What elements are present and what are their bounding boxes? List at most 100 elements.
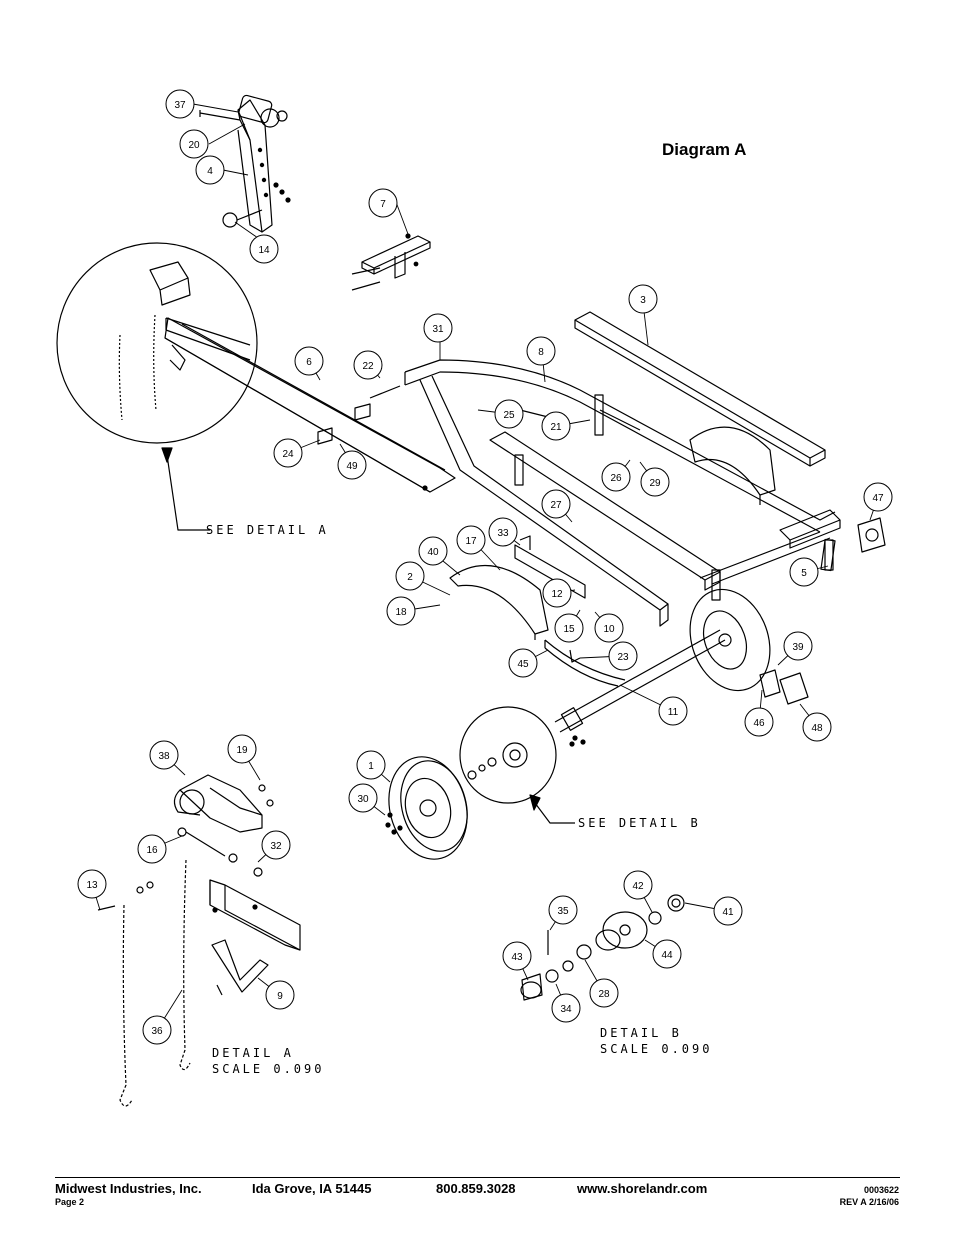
- callout-26: 26: [601, 462, 631, 492]
- svg-text:48: 48: [811, 723, 823, 734]
- svg-text:33: 33: [497, 528, 509, 539]
- wheel-drawing: [385, 756, 468, 860]
- svg-text:22: 22: [362, 361, 374, 372]
- callout-6: 6: [294, 346, 324, 376]
- footer-divider: [55, 1177, 900, 1178]
- callout-24: 24: [273, 438, 303, 468]
- callout-17: 17: [456, 525, 486, 555]
- detail-b-drawing: [520, 894, 685, 1001]
- svg-text:23: 23: [617, 652, 629, 663]
- callout-49: 49: [337, 450, 367, 480]
- callout-2: 2: [395, 561, 425, 591]
- svg-text:26: 26: [610, 473, 622, 484]
- svg-text:31: 31: [432, 324, 444, 335]
- svg-text:17: 17: [465, 536, 477, 547]
- detail-a-title: DETAIL A: [212, 1046, 294, 1060]
- svg-text:49: 49: [346, 461, 358, 472]
- svg-text:4: 4: [207, 166, 213, 177]
- callout-28: 28: [589, 978, 619, 1008]
- callout-40: 40: [418, 536, 448, 566]
- svg-text:43: 43: [511, 952, 523, 963]
- footer-company: Midwest Industries, Inc.: [55, 1181, 202, 1196]
- callout-14: 14: [249, 234, 279, 264]
- svg-text:28: 28: [598, 989, 610, 1000]
- diagram-title: Diagram A: [662, 140, 747, 159]
- svg-text:38: 38: [158, 751, 170, 762]
- callout-12: 12: [542, 578, 572, 608]
- frame-drawing: [404, 359, 841, 627]
- tongue-drawing: [164, 317, 456, 493]
- svg-text:7: 7: [380, 199, 386, 210]
- see-detail-a-label: SEE DETAIL A: [206, 523, 329, 537]
- callout-44: 44: [652, 939, 682, 969]
- callout-34: 34: [551, 993, 581, 1023]
- callout-25: 25: [494, 399, 524, 429]
- callout-1: 1: [356, 750, 386, 780]
- svg-text:2: 2: [407, 572, 413, 583]
- svg-text:13: 13: [86, 880, 98, 891]
- svg-text:5: 5: [801, 568, 807, 579]
- svg-text:20: 20: [188, 140, 200, 151]
- bolster-bracket-drawing: [351, 233, 431, 291]
- svg-text:40: 40: [427, 547, 439, 558]
- callout-39: 39: [783, 631, 813, 661]
- svg-text:6: 6: [306, 357, 312, 368]
- callout-48: 48: [802, 712, 832, 742]
- svg-text:39: 39: [792, 642, 804, 653]
- callout-21: 21: [541, 411, 571, 441]
- callout-31: 31: [423, 313, 453, 343]
- callout-9: 9: [265, 980, 295, 1010]
- svg-text:21: 21: [550, 422, 562, 433]
- svg-text:8: 8: [538, 347, 544, 358]
- callout-18: 18: [386, 596, 416, 626]
- svg-text:9: 9: [277, 991, 283, 1002]
- svg-text:24: 24: [282, 449, 294, 460]
- spring-bracket-drawing: [514, 535, 586, 599]
- svg-text:34: 34: [560, 1004, 572, 1015]
- callout-30: 30: [348, 783, 378, 813]
- svg-text:45: 45: [517, 659, 529, 670]
- callout-42: 42: [623, 870, 653, 900]
- svg-text:10: 10: [603, 624, 615, 635]
- winch-stand-drawing: [199, 94, 291, 233]
- fender-right-drawing: [689, 426, 776, 505]
- svg-text:44: 44: [661, 950, 673, 961]
- footer-page: Page 2: [55, 1197, 85, 1207]
- callout-36: 36: [142, 1015, 172, 1045]
- cross-member-drawing: [574, 311, 826, 467]
- callout-11: 11: [658, 696, 688, 726]
- callout-46: 46: [744, 707, 774, 737]
- callout-16: 16: [137, 834, 167, 864]
- detail-b-scale: SCALE 0.090: [600, 1042, 712, 1056]
- see-detail-b-label: SEE DETAIL B: [578, 816, 701, 830]
- footer-location: Ida Grove, IA 51445: [252, 1181, 372, 1196]
- detail-b-bubble: [459, 706, 575, 824]
- svg-text:35: 35: [557, 906, 569, 917]
- callout-27: 27: [541, 489, 571, 519]
- leaf-spring-drawing: [544, 639, 626, 687]
- detail-a-bubble: [56, 242, 258, 531]
- svg-text:47: 47: [872, 493, 884, 504]
- callout-38: 38: [149, 740, 179, 770]
- svg-text:15: 15: [563, 624, 575, 635]
- detail-b-title: DETAIL B: [600, 1026, 682, 1040]
- callout-8: 8: [526, 336, 556, 366]
- callout-23: 23: [608, 641, 638, 671]
- callout-45: 45: [508, 648, 538, 678]
- callout-7: 7: [368, 188, 398, 218]
- callout-37: 37: [165, 89, 195, 119]
- callout-32: 32: [261, 830, 291, 860]
- callout-5: 5: [789, 557, 819, 587]
- svg-text:14: 14: [258, 245, 270, 256]
- svg-text:12: 12: [551, 589, 563, 600]
- detail-a-drawing: [97, 774, 301, 1107]
- svg-text:1: 1: [368, 761, 374, 772]
- axle-drawing: [554, 588, 771, 747]
- svg-text:19: 19: [236, 745, 248, 756]
- footer-doc-number: 0003622: [863, 1185, 899, 1195]
- svg-text:32: 32: [270, 841, 282, 852]
- callout-20: 20: [179, 129, 209, 159]
- svg-text:16: 16: [146, 845, 158, 856]
- fender-left-drawing: [449, 565, 549, 640]
